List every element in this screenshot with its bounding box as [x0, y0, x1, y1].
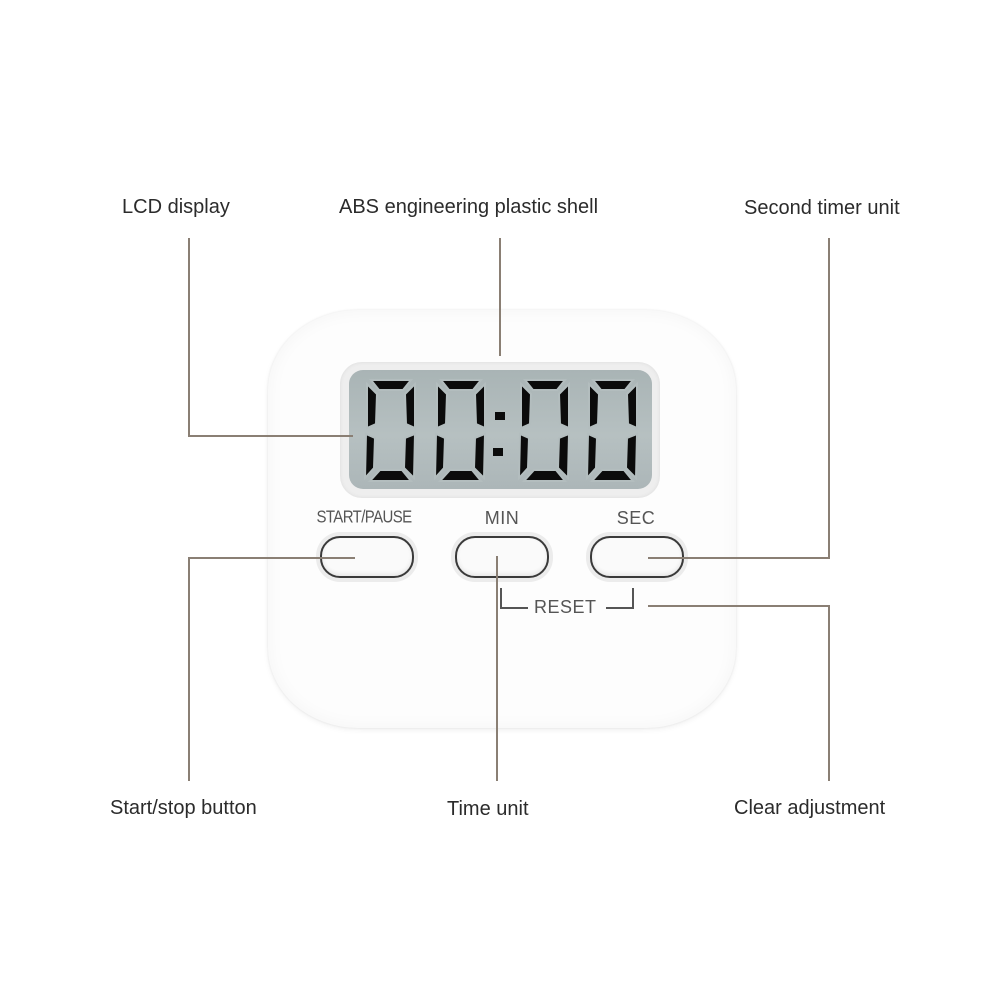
sec-label: SEC	[616, 508, 656, 528]
callout-time-unit: Time unit	[447, 798, 529, 820]
start-pause-label: START/PAUSE	[316, 507, 412, 528]
callout-clear-adjustment: Clear adjustment	[734, 797, 886, 819]
reset-bracket-left	[500, 588, 502, 609]
callout-abs-shell: ABS engineering plastic shell	[339, 196, 599, 218]
reset-bracket-right-foot	[606, 607, 634, 609]
callout-second-timer-unit: Second timer unit	[744, 197, 900, 219]
min-label: MIN	[484, 508, 520, 528]
seven-segment-digits-icon	[363, 379, 639, 482]
leader-start-vertical	[188, 557, 190, 781]
leader-lcd-horizontal	[188, 435, 353, 437]
callout-start-stop-button: Start/stop button	[110, 797, 257, 819]
leader-shell	[499, 238, 501, 356]
leader-clear-horizontal	[648, 605, 830, 607]
lcd-display	[349, 370, 652, 489]
leader-sec-horizontal	[648, 557, 830, 559]
leader-time-unit	[496, 556, 498, 781]
reset-bracket-left-foot	[500, 607, 528, 609]
leader-start-horizontal	[188, 557, 355, 559]
leader-lcd-vertical	[188, 238, 190, 436]
reset-label: RESET	[534, 597, 597, 617]
callout-lcd-display: LCD display	[122, 196, 230, 218]
min-button[interactable]	[455, 536, 549, 578]
leader-sec-vertical	[828, 238, 830, 558]
reset-bracket-right	[632, 588, 634, 609]
leader-clear-vertical	[828, 605, 830, 781]
